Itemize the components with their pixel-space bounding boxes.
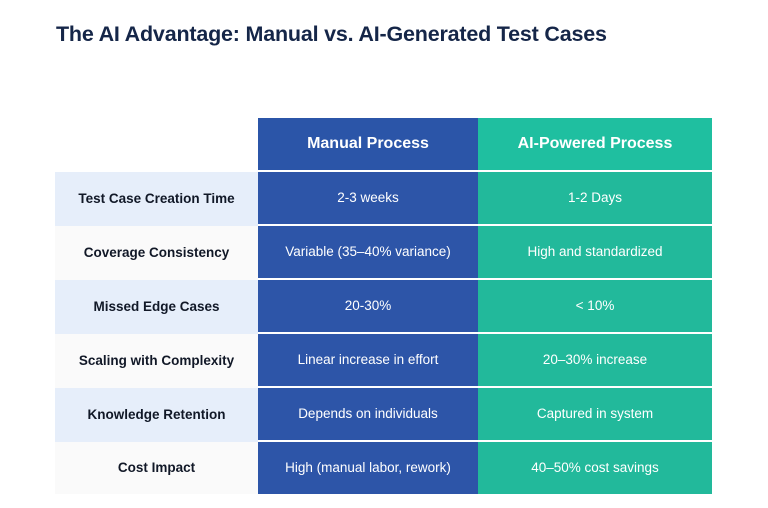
column-header-label bbox=[55, 118, 258, 172]
column-header-ai-powered-process: AI-Powered Process bbox=[478, 118, 712, 172]
table-body: Test Case Creation Time 2-3 weeks 1-2 Da… bbox=[55, 172, 712, 494]
table-header-row: Manual Process AI-Powered Process bbox=[55, 118, 712, 172]
row-ai-value: < 10% bbox=[478, 280, 712, 334]
row-ai-value: Captured in system bbox=[478, 388, 712, 442]
row-manual-value: 2-3 weeks bbox=[258, 172, 478, 226]
row-ai-value: 40–50% cost savings bbox=[478, 442, 712, 494]
row-manual-value: 20-30% bbox=[258, 280, 478, 334]
row-label: Cost Impact bbox=[55, 442, 258, 494]
row-label: Scaling with Complexity bbox=[55, 334, 258, 388]
row-manual-value: High (manual labor, rework) bbox=[258, 442, 478, 494]
row-label: Knowledge Retention bbox=[55, 388, 258, 442]
row-label: Missed Edge Cases bbox=[55, 280, 258, 334]
row-manual-value: Variable (35–40% variance) bbox=[258, 226, 478, 280]
row-manual-value: Linear increase in effort bbox=[258, 334, 478, 388]
row-manual-value: Depends on individuals bbox=[258, 388, 478, 442]
table-row: Missed Edge Cases 20-30% < 10% bbox=[55, 280, 712, 334]
comparison-table: Manual Process AI-Powered Process Test C… bbox=[55, 118, 712, 494]
table-row: Test Case Creation Time 2-3 weeks 1-2 Da… bbox=[55, 172, 712, 226]
row-label: Coverage Consistency bbox=[55, 226, 258, 280]
row-label: Test Case Creation Time bbox=[55, 172, 258, 226]
column-header-manual-process: Manual Process bbox=[258, 118, 478, 172]
page-title: The AI Advantage: Manual vs. AI-Generate… bbox=[56, 22, 607, 46]
table-row: Coverage Consistency Variable (35–40% va… bbox=[55, 226, 712, 280]
table-row: Knowledge Retention Depends on individua… bbox=[55, 388, 712, 442]
table-row: Cost Impact High (manual labor, rework) … bbox=[55, 442, 712, 494]
row-ai-value: 20–30% increase bbox=[478, 334, 712, 388]
row-ai-value: High and standardized bbox=[478, 226, 712, 280]
row-ai-value: 1-2 Days bbox=[478, 172, 712, 226]
table-header: Manual Process AI-Powered Process bbox=[55, 118, 712, 172]
table-row: Scaling with Complexity Linear increase … bbox=[55, 334, 712, 388]
